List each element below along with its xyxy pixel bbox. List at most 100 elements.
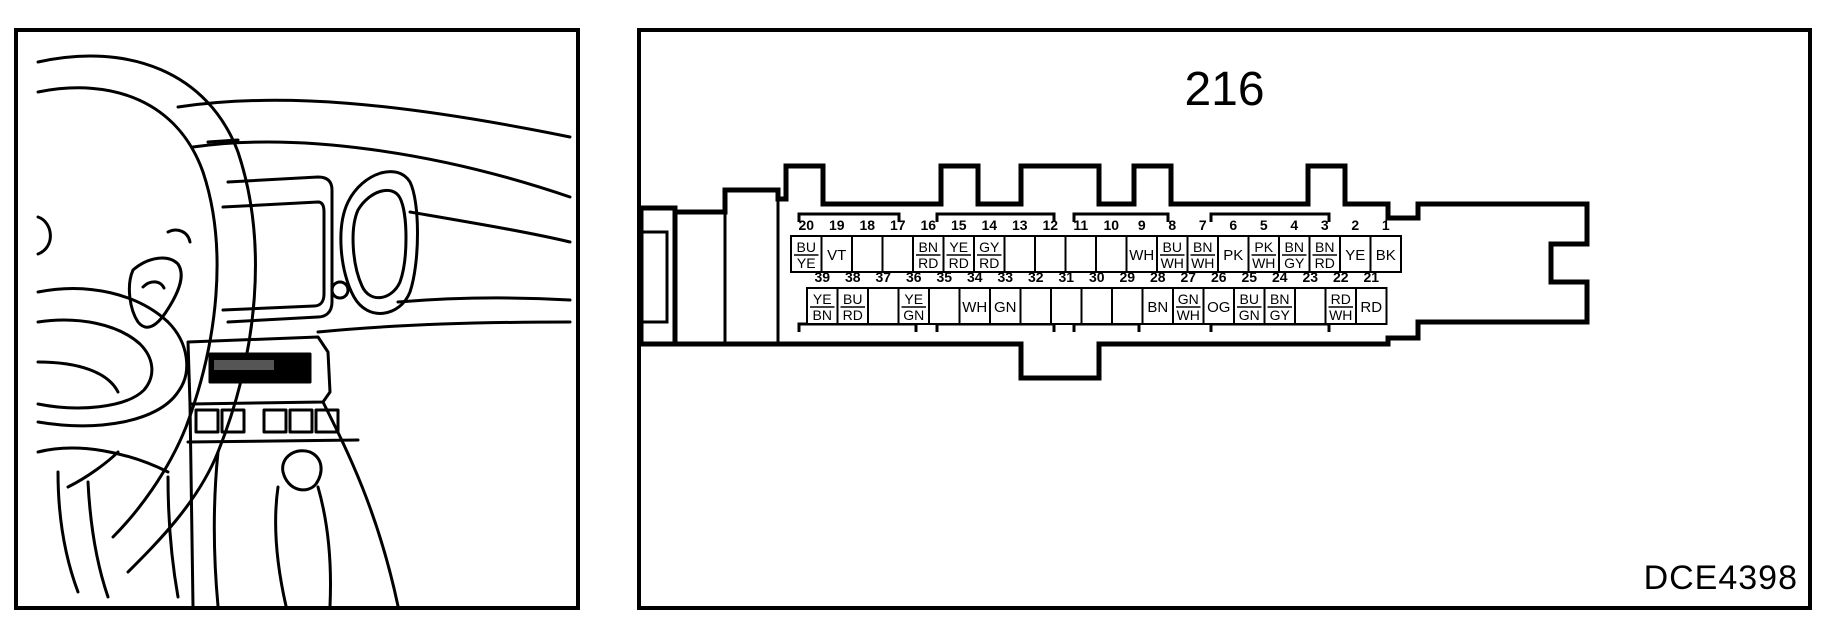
row1-pin-cavity [1034, 235, 1067, 273]
pin-number: 19 [829, 217, 845, 233]
wire-color-code-stripe: WH [1161, 255, 1184, 271]
wire-color-code-stripe: GY [1270, 307, 1291, 323]
connector-number: 216 [1184, 63, 1265, 116]
steering-wheel-hub [36, 287, 189, 428]
wire-color-code: WH [962, 299, 987, 316]
pin-group-bracket-top [1209, 212, 1331, 222]
row1-pin-cavity [1278, 235, 1311, 273]
center-air-vent [339, 170, 419, 315]
wire-color-code-stripe: GN [903, 307, 924, 323]
pin-group-bracket-bottom [935, 322, 1056, 332]
wire-color-code-stripe: WH [1191, 255, 1214, 271]
dashboard-top-edge [176, 98, 572, 139]
wire-color-code: OG [1207, 299, 1230, 316]
wiper-stalk [127, 256, 183, 329]
connector-latch [641, 205, 678, 347]
wire-color-code: RD [1360, 299, 1382, 316]
wire-color-code: YE [904, 291, 923, 307]
wire-color-code-stripe: RD [1315, 255, 1335, 271]
dashboard-location-drawing [36, 54, 572, 606]
row1-pin-cavity [1003, 235, 1036, 273]
hazard-button [330, 280, 350, 300]
pin-number: 12 [1042, 217, 1058, 233]
pin-number: 26 [1211, 269, 1227, 285]
wire-color-code: BU [1163, 239, 1182, 255]
row2-pin-cavity [1050, 287, 1083, 325]
wire-color-code-stripe: RD [979, 255, 999, 271]
pin-group-bracket-bottom [1209, 322, 1331, 332]
pin-number: 28 [1150, 269, 1166, 285]
pin-number: 25 [1241, 269, 1257, 285]
wire-color-code-stripe: WH [1329, 307, 1352, 323]
figure-reference: DCE4398 [1643, 559, 1798, 597]
steering-wheel-rim-inner [36, 86, 219, 539]
wire-color-code: BU [843, 291, 862, 307]
pin-number: 22 [1333, 269, 1349, 285]
instrument-cluster [226, 175, 334, 324]
wire-color-code: BN [1315, 239, 1334, 255]
row1-pin-cavity [973, 235, 1006, 273]
row2-pin-cavity [1080, 287, 1113, 325]
row2-pin-cavity [989, 287, 1022, 325]
row1-pin-cavity [1095, 235, 1128, 273]
pin-number: 13 [1012, 217, 1028, 233]
row1-pin-cavity [851, 235, 884, 273]
pin-number: 20 [798, 217, 814, 233]
row2-pin-cavity [1294, 287, 1327, 325]
pin-number: 7 [1199, 217, 1207, 233]
row1-pin-cavity [881, 235, 914, 273]
pin-number: 5 [1260, 217, 1268, 233]
wire-color-code-stripe: GN [1239, 307, 1260, 323]
pin-group-bracket-bottom [797, 322, 918, 332]
pin-number: 10 [1103, 217, 1119, 233]
pin-number: 11 [1073, 217, 1088, 233]
pin-number: 15 [951, 217, 967, 233]
wire-color-code: GN [994, 299, 1017, 316]
wire-color-code: BN [1193, 239, 1212, 255]
wire-color-code: GN [1178, 291, 1199, 307]
pin-group-bracket-top [1072, 212, 1170, 222]
pin-number: 3 [1321, 217, 1329, 233]
console-switch-2 [220, 408, 246, 434]
pin-number: 18 [859, 217, 875, 233]
row1-pin-cavity [912, 235, 945, 273]
row2-pin-cavity [1202, 287, 1235, 325]
pin-number: 23 [1302, 269, 1318, 285]
row2-pin-cavity [1141, 287, 1174, 325]
row2-pin-cavity [928, 287, 961, 325]
row2-pin-cavity [1111, 287, 1144, 325]
pin-group-bracket-bottom [1072, 322, 1141, 332]
pin-number: 39 [814, 269, 830, 285]
wire-color-code: PK [1223, 247, 1243, 264]
wire-color-code: BN [1147, 299, 1168, 316]
console-switch-4 [288, 408, 314, 434]
row2-pin-cavity [958, 287, 991, 325]
wire-color-code-stripe: WH [1252, 255, 1275, 271]
wire-color-code-stripe: RD [918, 255, 938, 271]
wire-color-code: BU [1240, 291, 1259, 307]
pin-number: 2 [1351, 217, 1359, 233]
wire-color-code: BN [1285, 239, 1304, 255]
pin-number: 31 [1058, 269, 1074, 285]
pin-number: 29 [1119, 269, 1135, 285]
wire-color-code-stripe: WH [1177, 307, 1200, 323]
row1-pin-cavity [1308, 235, 1341, 273]
row2-pin-cavity [836, 287, 869, 325]
row2-pin-cavity [867, 287, 900, 325]
wire-color-code-stripe: GY [1284, 255, 1305, 271]
wire-color-code-stripe: BN [813, 307, 832, 323]
wire-color-code-stripe: RD [949, 255, 969, 271]
pin-number: 33 [997, 269, 1013, 285]
row2-pin-cavity [1355, 287, 1388, 325]
console-switch-3 [262, 408, 288, 434]
console-switch-5 [314, 408, 340, 434]
row1-pin-cavity [790, 235, 823, 273]
pin-number: 38 [845, 269, 861, 285]
pin-number: 34 [967, 269, 983, 285]
wire-color-code: BU [797, 239, 816, 255]
pin-number: 8 [1168, 217, 1176, 233]
pin-number: 37 [875, 269, 891, 285]
wire-color-code: GY [979, 239, 1000, 255]
wire-color-code: YE [949, 239, 968, 255]
